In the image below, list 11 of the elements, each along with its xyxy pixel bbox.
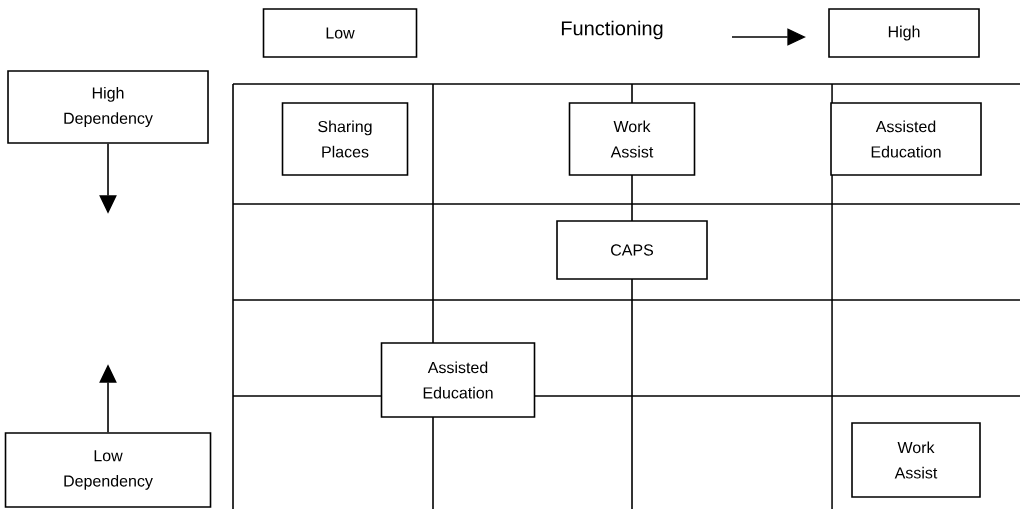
label-box: Assisted Education bbox=[830, 102, 982, 176]
label-box: Sharing Places bbox=[281, 102, 409, 176]
label-box: Low Dependency bbox=[4, 432, 212, 508]
label-box: High bbox=[828, 8, 980, 58]
label-box: Assisted Education bbox=[380, 342, 536, 418]
label-box: Work Assist bbox=[568, 102, 696, 176]
label-box: High Dependency bbox=[7, 70, 209, 144]
axis-title: Functioning bbox=[561, 20, 663, 40]
label-box: Low bbox=[262, 8, 418, 58]
label-box: Work Assist bbox=[851, 422, 981, 498]
label-box: CAPS bbox=[556, 220, 708, 280]
